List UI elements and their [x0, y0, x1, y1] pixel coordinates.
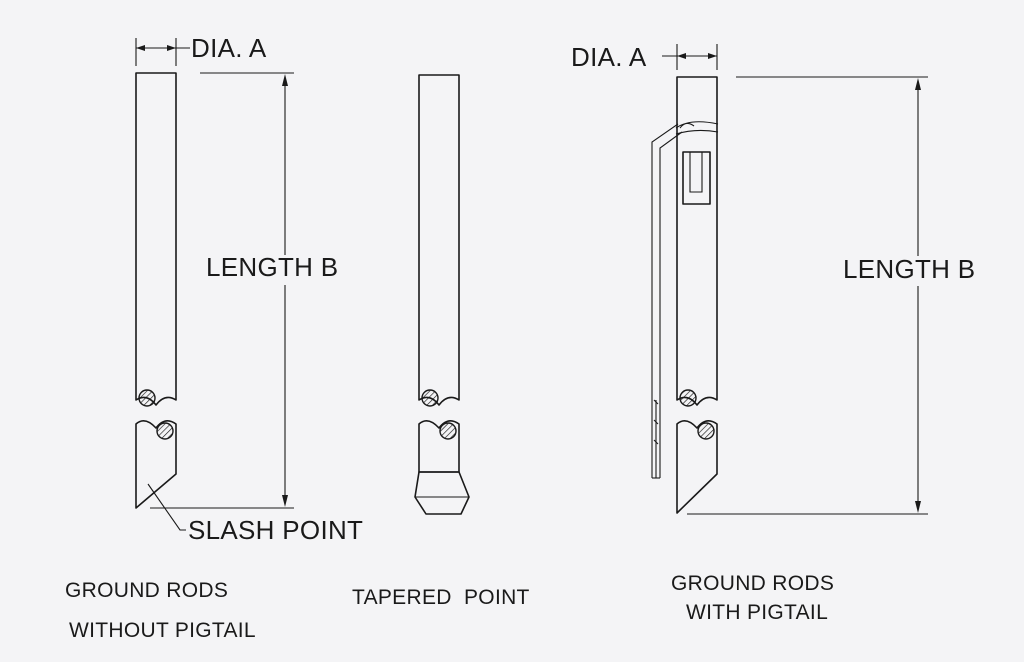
pigtail-weld-tab [682, 151, 711, 205]
length-b-label-right: LENGTH B [843, 254, 976, 284]
rod2-tapered-tip [414, 471, 470, 515]
caption-tapered-point: TAPERED POINT [352, 586, 530, 609]
rod1-break-hatch-upper [138, 389, 156, 407]
pigtail-wire-inner [659, 131, 683, 478]
rod-without-pigtail [135, 72, 186, 531]
rod-tapered-point [414, 74, 470, 515]
caption-with-pigtail-line1: GROUND RODS [671, 572, 835, 595]
rod3-upper-shaft [676, 76, 718, 406]
dia-a-label-right: DIA. A [571, 42, 647, 72]
rod3-lower-piece [676, 420, 718, 514]
length-b-label-left: LENGTH B [206, 252, 339, 282]
rod1-upper-shaft [135, 72, 177, 406]
rod2-lower-piece [418, 420, 460, 473]
rod2-upper-shaft [418, 74, 460, 406]
dim-length-b-right [687, 76, 928, 515]
rod1-lower-piece [135, 420, 177, 509]
rod2-break-hatch-lower [439, 422, 457, 440]
rod1-break-hatch-lower [156, 422, 174, 440]
dia-a-label-left: DIA. A [191, 33, 267, 63]
rod3-break-hatch-upper [679, 389, 697, 407]
rod3-break-hatch-lower [697, 422, 715, 440]
caption-without-pigtail-line2: WITHOUT PIGTAIL [69, 619, 256, 642]
slash-point-label: SLASH POINT [188, 515, 364, 545]
dim-dia-a-left [135, 38, 190, 66]
caption-without-pigtail-line1: GROUND RODS [65, 579, 229, 602]
rod2-break-hatch-upper [421, 389, 439, 407]
caption-with-pigtail-line2: WITH PIGTAIL [686, 601, 829, 624]
rod-with-pigtail [651, 76, 719, 514]
dim-dia-a-right [662, 44, 718, 70]
pigtail-wrap [675, 121, 719, 135]
slash-point-leader [147, 483, 186, 531]
pigtail-wire-outer [651, 123, 679, 478]
dim-length-b-left [150, 72, 294, 509]
